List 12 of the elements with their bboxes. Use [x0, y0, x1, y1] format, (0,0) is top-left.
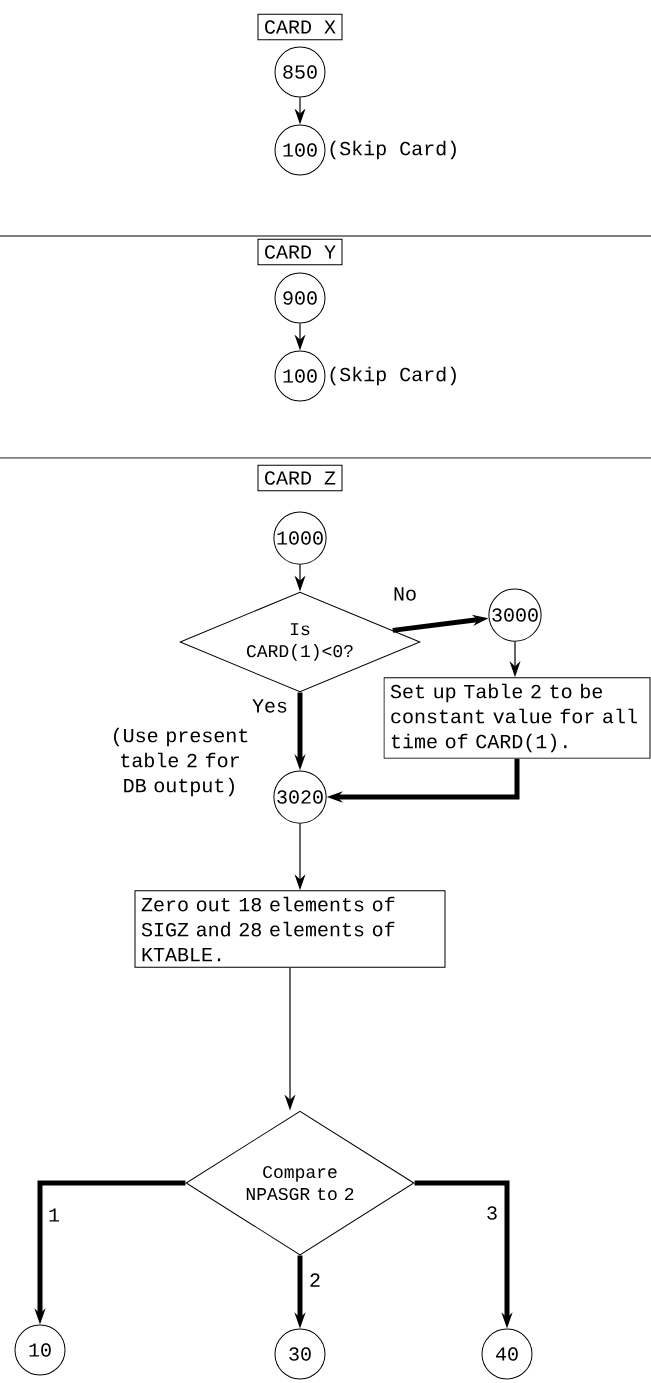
card-box: CARD Y — [257, 238, 343, 266]
card-box: CARD X — [257, 13, 343, 41]
edge-label: 2 — [308, 1272, 322, 1288]
note-text: (Skip Card) — [330, 366, 456, 386]
note-text: (Use present table 2 for DB output) — [114, 727, 248, 797]
process-box: Set up Table 2 to be constant value for all time of CARD(1). — [383, 677, 651, 759]
process-box: Zero out 18 elements of SIGZ and 28 elements of KTABLE. — [134, 890, 446, 968]
card-box: CARD Z — [257, 464, 343, 492]
edge-label: Yes — [251, 698, 289, 714]
edge-label: 3 — [485, 1205, 499, 1221]
edge-label: 1 — [47, 1207, 61, 1223]
note-text: (Skip Card) — [330, 140, 456, 160]
